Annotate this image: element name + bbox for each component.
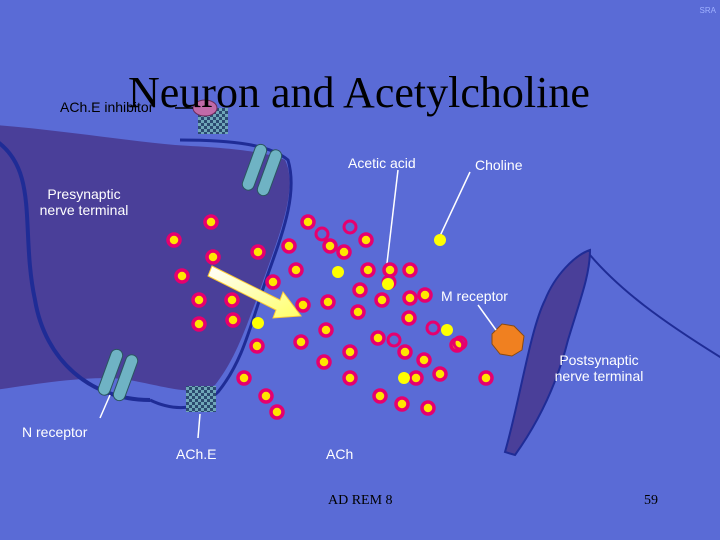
pointer-m-receptor bbox=[477, 304, 497, 331]
ach-molecule bbox=[374, 292, 390, 308]
acetic-acid-molecule bbox=[342, 219, 358, 235]
ach-molecule bbox=[191, 292, 207, 308]
ach-molecule bbox=[191, 316, 207, 332]
ach-molecule bbox=[432, 366, 448, 382]
ach-molecule bbox=[417, 287, 433, 303]
acetic-acid-molecule bbox=[314, 226, 330, 242]
ach-molecule bbox=[322, 238, 338, 254]
ach-molecule bbox=[203, 214, 219, 230]
ach-molecule bbox=[397, 344, 413, 360]
ach-molecule bbox=[360, 262, 376, 278]
ach-molecule bbox=[288, 262, 304, 278]
corner-mark: SRA bbox=[699, 6, 716, 15]
ach-molecule bbox=[225, 312, 241, 328]
ach-molecule bbox=[350, 304, 366, 320]
ach-molecule bbox=[372, 388, 388, 404]
ach-molecule bbox=[402, 290, 418, 306]
ach-molecule bbox=[394, 396, 410, 412]
particle-group bbox=[166, 214, 494, 420]
ach-molecule bbox=[320, 294, 336, 310]
label-presynaptic-line2: nerve terminal bbox=[39, 202, 129, 218]
choline-molecule bbox=[434, 234, 446, 246]
ach-molecule bbox=[316, 354, 332, 370]
ache-enzyme-icon bbox=[186, 386, 216, 412]
ach-molecule bbox=[295, 297, 311, 313]
label-presynaptic: Presynaptic nerve terminal bbox=[28, 186, 140, 218]
ach-molecule bbox=[478, 370, 494, 386]
ach-molecule bbox=[258, 388, 274, 404]
pointer-acetic-acid bbox=[384, 169, 399, 281]
choline-molecule bbox=[382, 278, 394, 290]
ach-molecule bbox=[420, 400, 436, 416]
ach-molecule bbox=[408, 370, 424, 386]
release-arrow bbox=[207, 265, 302, 319]
ach-molecule bbox=[249, 338, 265, 354]
choline-molecule bbox=[441, 324, 453, 336]
pointer-n-receptor bbox=[99, 394, 111, 419]
presynaptic-terminal bbox=[0, 125, 290, 391]
ach-molecule bbox=[250, 244, 266, 260]
footer-left: AD REM 8 bbox=[328, 493, 393, 508]
acetic-acid-molecule bbox=[452, 335, 468, 351]
ach-molecule bbox=[352, 282, 368, 298]
label-choline: Choline bbox=[475, 157, 523, 173]
ach-molecule bbox=[342, 344, 358, 360]
choline-molecule bbox=[252, 317, 264, 329]
ach-molecule bbox=[318, 322, 334, 338]
ach-molecule bbox=[293, 334, 309, 350]
ach-molecule bbox=[402, 262, 418, 278]
n-receptor-icon bbox=[97, 348, 139, 402]
ach-molecule bbox=[401, 310, 417, 326]
postsynaptic-axon bbox=[589, 254, 720, 359]
ach-molecule bbox=[224, 292, 240, 308]
ach-molecule bbox=[342, 370, 358, 386]
ach-molecule bbox=[336, 244, 352, 260]
label-ache-inhibitor: ACh.E inhibitor bbox=[60, 99, 154, 115]
label-postsynaptic-line1: Postsynaptic bbox=[559, 352, 639, 368]
choline-molecule bbox=[398, 372, 410, 384]
ach-molecule bbox=[358, 232, 374, 248]
ach-molecule bbox=[166, 232, 182, 248]
ach-molecule bbox=[300, 214, 316, 230]
ach-molecule bbox=[281, 238, 297, 254]
pointer-choline bbox=[439, 171, 471, 237]
label-ache: ACh.E bbox=[176, 446, 217, 462]
label-m-receptor: M receptor bbox=[441, 288, 508, 304]
label-ach: ACh bbox=[326, 446, 354, 462]
page-title: Neuron and Acetylcholine bbox=[128, 68, 590, 117]
n-receptor-top bbox=[241, 143, 283, 197]
label-presynaptic-line1: Presynaptic bbox=[47, 186, 121, 202]
label-n-receptor: N receptor bbox=[22, 424, 88, 440]
ach-molecule bbox=[416, 352, 432, 368]
ach-molecule bbox=[174, 268, 190, 284]
label-postsynaptic-line2: nerve terminal bbox=[554, 368, 644, 384]
ach-molecule bbox=[205, 249, 221, 265]
choline-molecule bbox=[332, 266, 344, 278]
ach-molecule bbox=[265, 274, 281, 290]
ach-molecule bbox=[382, 262, 398, 278]
m-receptor-icon bbox=[491, 323, 525, 357]
postsynaptic-terminal bbox=[503, 248, 592, 457]
footer-page-number: 59 bbox=[644, 493, 658, 508]
pointer-ache bbox=[197, 413, 201, 439]
label-postsynaptic: Postsynaptic nerve terminal bbox=[540, 352, 658, 384]
ach-molecule bbox=[370, 330, 386, 346]
ach-molecule bbox=[269, 404, 285, 420]
ach-molecule bbox=[236, 370, 252, 386]
label-acetic-acid: Acetic acid bbox=[348, 155, 416, 171]
acetic-acid-molecule bbox=[386, 332, 402, 348]
acetic-acid-molecule bbox=[425, 320, 441, 336]
